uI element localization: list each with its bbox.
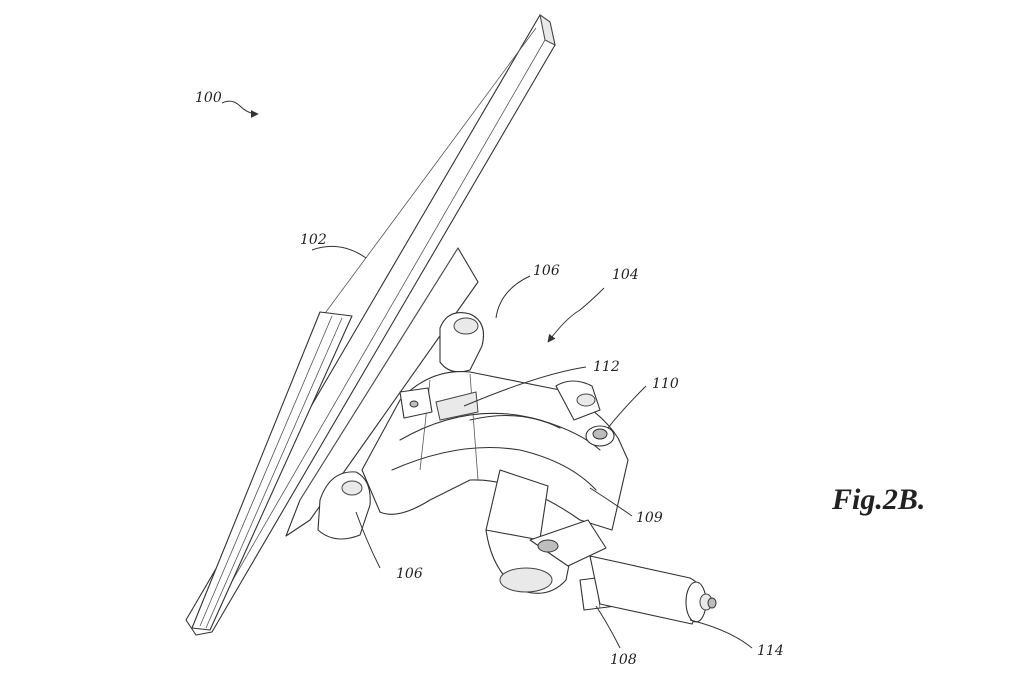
display-panel bbox=[185, 13, 556, 636]
lower-pivot bbox=[317, 471, 371, 540]
leader-lines bbox=[221, 100, 753, 649]
rear-plate bbox=[285, 247, 479, 537]
label-108: 108 bbox=[610, 652, 637, 668]
motor bbox=[589, 555, 717, 625]
label-106-lower: 106 bbox=[396, 566, 423, 582]
bracket bbox=[399, 387, 479, 421]
fastener bbox=[585, 425, 615, 447]
drive-housing bbox=[485, 469, 607, 594]
label-104: 104 bbox=[612, 267, 639, 283]
label-102: 102 bbox=[300, 232, 327, 248]
label-100: 100 bbox=[195, 90, 222, 106]
label-112: 112 bbox=[593, 359, 620, 375]
figure-caption: Fig.2B. bbox=[832, 483, 926, 516]
label-109: 109 bbox=[636, 510, 663, 526]
label-106-upper: 106 bbox=[533, 263, 560, 279]
label-110: 110 bbox=[652, 376, 679, 392]
upper-pivot bbox=[439, 312, 485, 373]
label-114: 114 bbox=[757, 643, 784, 659]
